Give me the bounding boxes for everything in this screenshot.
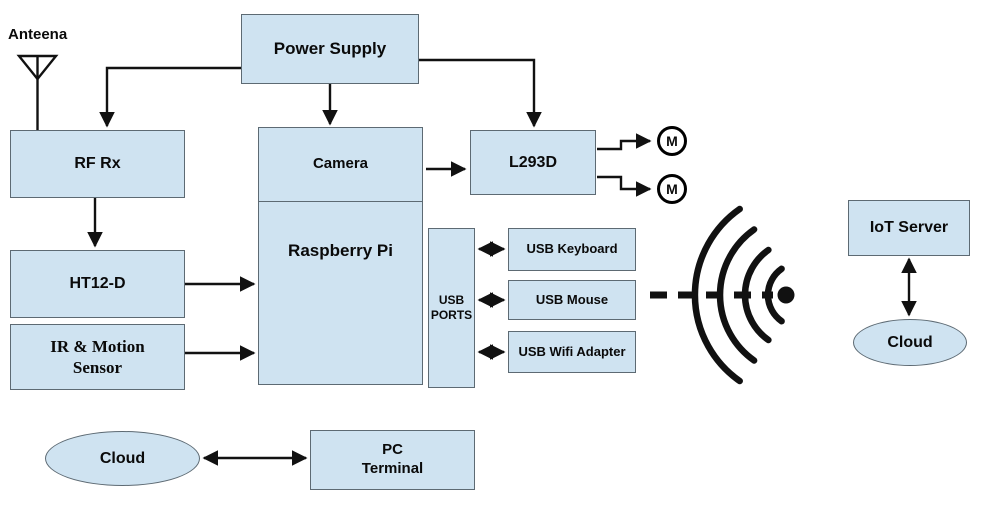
rf-rx-label: RF Rx [74, 155, 121, 172]
ht12d-box: HT12-D [10, 250, 185, 318]
pc-terminal-label: PC Terminal [362, 441, 423, 479]
power-supply-box: Power Supply [241, 14, 419, 84]
usb-mouse-box: USB Mouse [508, 280, 636, 320]
arrow-l293d-to-motor1 [597, 133, 652, 151]
usb-ports-line2: PORTS [430, 308, 473, 322]
pc-terminal-line2: Terminal [361, 460, 424, 477]
rf-rx-box: RF Rx [10, 130, 185, 198]
arrow-power-to-l293d [419, 58, 542, 128]
ir-motion-sensor-box: IR & Motion Sensor [10, 324, 185, 390]
ir-motion-sensor-label: IR & Motion Sensor [50, 336, 144, 379]
camera-section: Camera [259, 128, 422, 201]
transmission-endpoint-dot [777, 286, 795, 304]
antenna-icon [16, 54, 59, 130]
iot-server-label: IoT Server [869, 219, 949, 236]
usb-keyboard-label: USB Keyboard [526, 241, 618, 257]
wifi-signal-icon [691, 205, 785, 385]
l293d-label: L293D [508, 153, 558, 171]
arrow-l293d-to-motor2 [597, 175, 652, 197]
usb-keyboard-box: USB Keyboard [508, 228, 636, 271]
usb-ports-line1: USB [438, 293, 465, 307]
arrow-power-to-rfrx [99, 66, 241, 128]
ht12d-label: HT12-D [69, 275, 126, 292]
motor2-symbol: M [657, 174, 687, 204]
cloud-iot-ellipse: Cloud [853, 319, 967, 366]
cloud-pc-label: Cloud [99, 449, 146, 467]
pc-terminal-box: PC Terminal [310, 430, 475, 490]
motor1-symbol: M [657, 126, 687, 156]
anteena-label: Anteena [8, 26, 68, 43]
usb-ports-label: USB PORTS [431, 293, 472, 323]
camera-label: Camera [312, 155, 369, 173]
usb-mouse-label: USB Mouse [535, 291, 609, 307]
l293d-box: L293D [470, 130, 596, 195]
cloud-iot-label: Cloud [887, 333, 933, 351]
usb-wifi-adapter-box: USB Wifi Adapter [508, 331, 636, 373]
raspberry-pi-box: Camera Raspberry Pi [258, 127, 423, 385]
ir-motion-line2: Sensor [72, 358, 123, 377]
iot-server-box: IoT Server [848, 200, 970, 256]
usb-ports-box: USB PORTS [428, 228, 475, 388]
ir-motion-line1: IR & Motion [50, 336, 145, 356]
pc-terminal-line1: PC [382, 441, 403, 459]
power-supply-label: Power Supply [273, 39, 387, 59]
motor2-label: M [666, 181, 678, 197]
motor1-label: M [666, 133, 678, 149]
usb-wifi-adapter-label: USB Wifi Adapter [518, 343, 626, 359]
raspberry-pi-section: Raspberry Pi [259, 240, 422, 261]
raspberry-pi-label: Raspberry Pi [288, 241, 393, 260]
camera-rpi-divider [259, 201, 422, 202]
cloud-pc-ellipse: Cloud [45, 431, 200, 486]
